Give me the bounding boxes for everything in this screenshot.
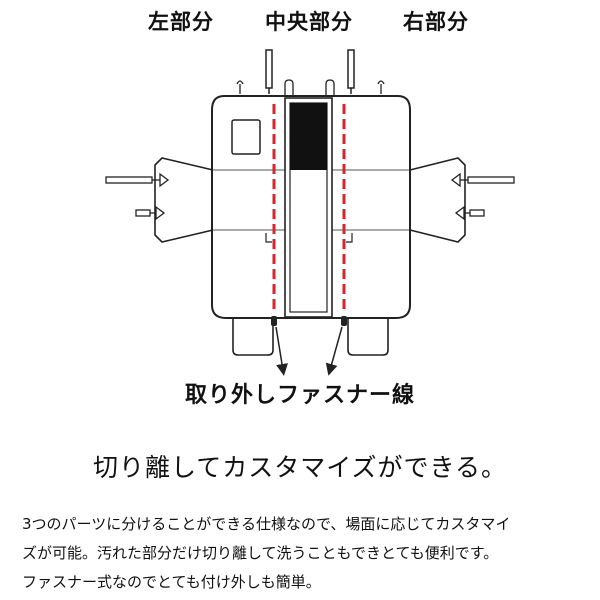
side-strap-right [450,172,515,221]
side-flap-right [409,157,466,243]
zipper-pull-left [271,316,277,326]
seam-corner-marks [265,233,353,243]
description-line: 3つのパーツに分けることができる仕様なので、場面に応じてカスタマイ [22,515,511,533]
description-line: ファスナー式なのでとても付け外しも簡単。 [22,573,321,591]
part-label-center: 中央部分 [265,10,353,34]
center-dark-panel [290,103,327,170]
description: 3つのパーツに分けることができる仕様なので、場面に応じてカスタマイ ズが可能。汚… [22,510,582,597]
bottom-leg-right [347,315,389,356]
arrow-right [325,326,343,376]
headline: 切り離してカスタマイズができる。 [92,453,507,482]
bottom-leg-left [232,315,274,356]
side-strap-left [105,172,170,221]
pocket [231,119,261,155]
part-label-right: 右部分 [403,10,469,34]
top-loops [284,79,335,96]
side-flap-left [154,157,214,243]
zipper-caption: 取り外しファスナー線 [184,383,415,408]
part-label-left: 左部分 [148,10,214,34]
zipper-pull-right [341,316,347,326]
center-strip [284,97,333,318]
arrow-left [275,326,288,376]
description-line: ズが可能。汚れた部分だけ切り離して洗うこともできとても便利です。 [22,544,499,562]
